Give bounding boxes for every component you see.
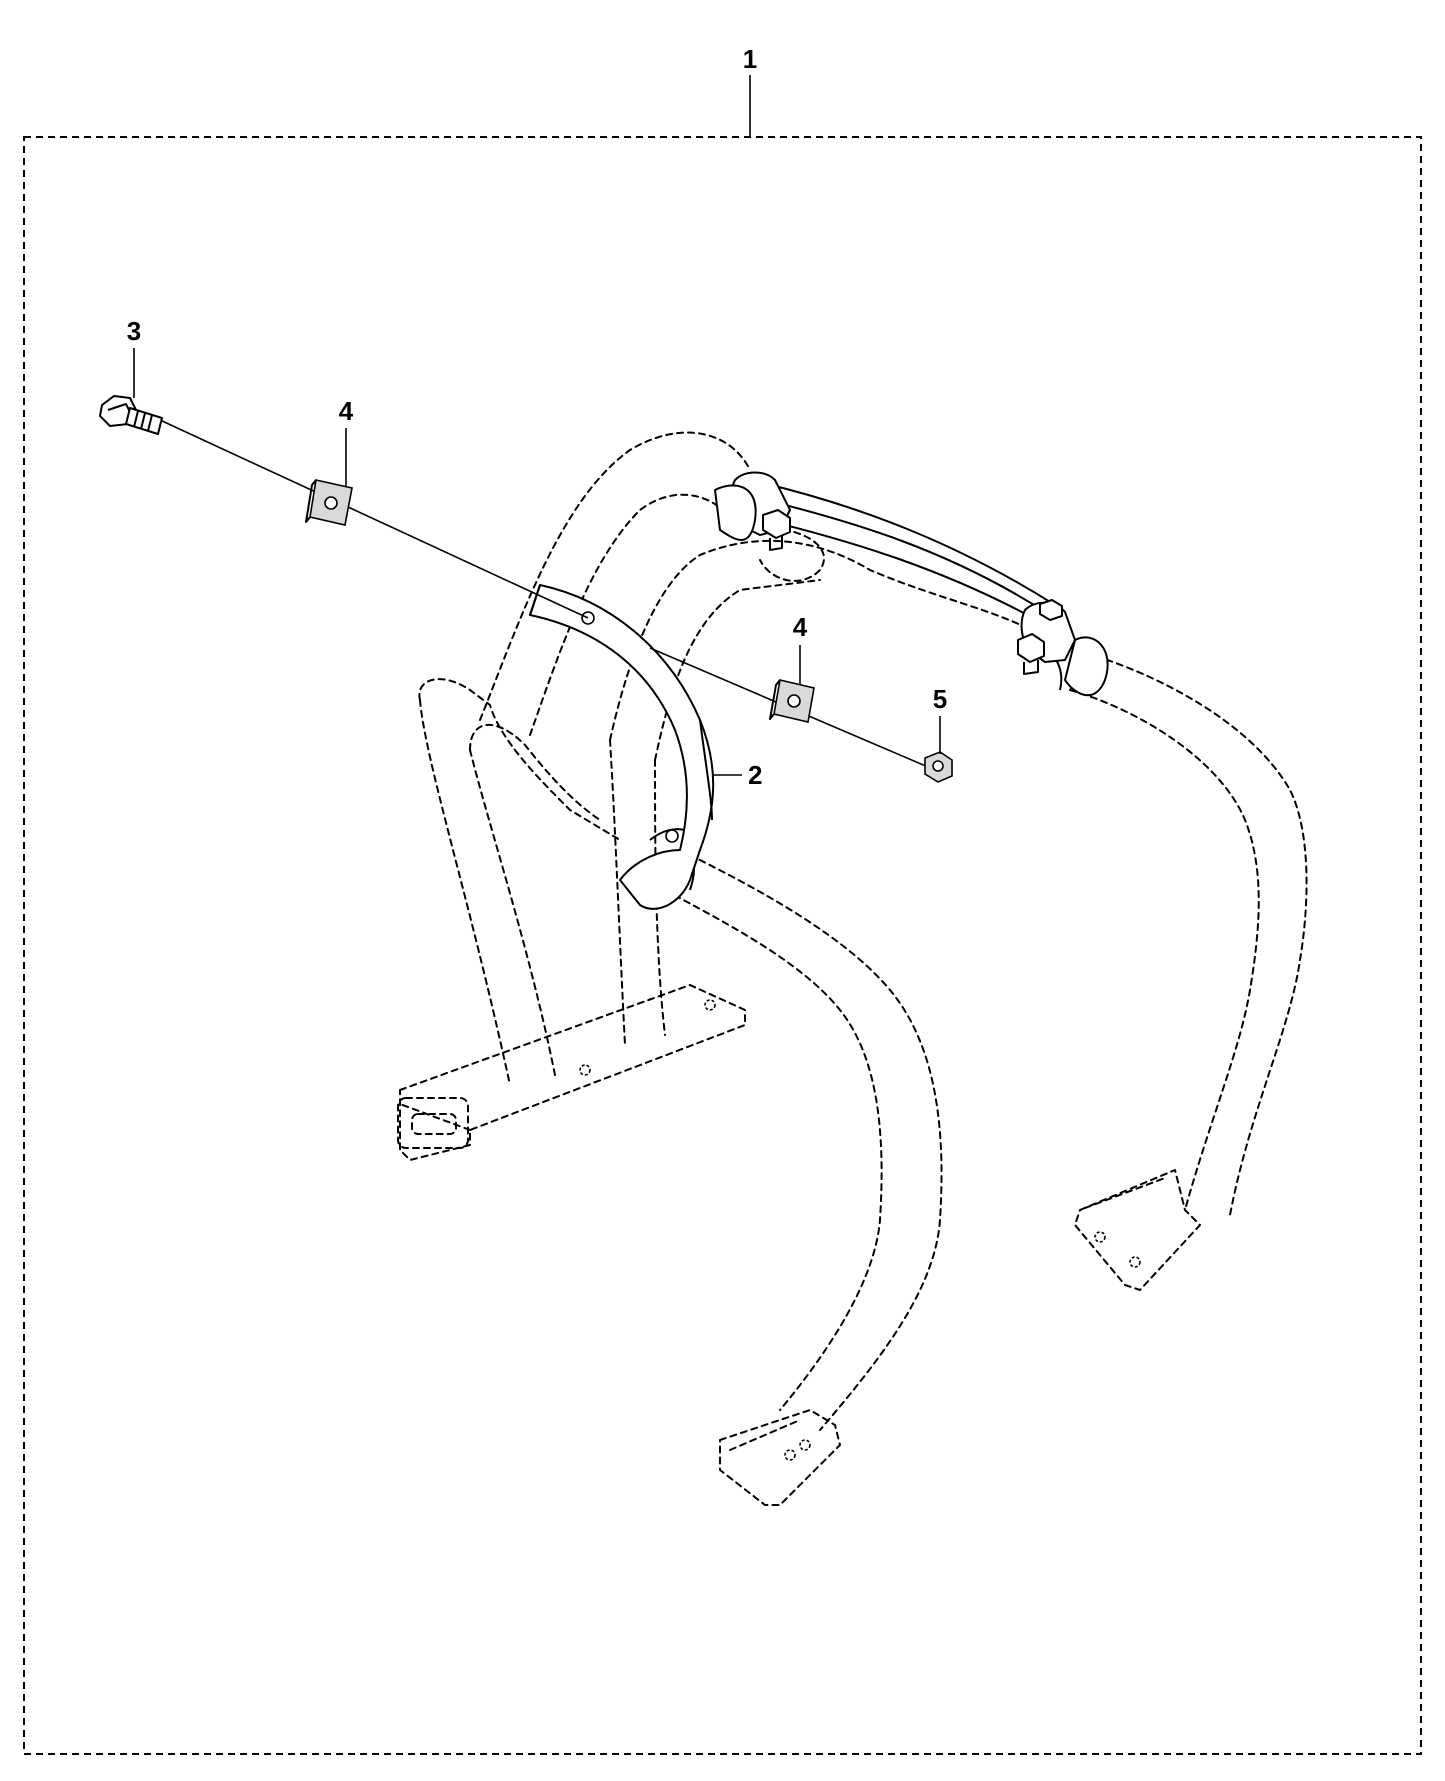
callout-3: 3 xyxy=(127,316,141,346)
center-leg-left xyxy=(609,739,626,1046)
foot-hole-a xyxy=(704,999,716,1011)
callout-4-upper: 4 xyxy=(339,396,354,426)
tall-arch-inner xyxy=(529,493,731,736)
right-foot-plate-edge xyxy=(1084,1177,1166,1209)
callout-1: 1 xyxy=(743,44,757,74)
kit-boundary-frame xyxy=(23,136,1422,1755)
callout-2: 2 xyxy=(748,760,762,790)
tall-arch-back xyxy=(609,539,1051,741)
upper-right-bolt-bottom xyxy=(1017,633,1045,663)
right-foot-plate xyxy=(1074,1169,1201,1291)
foot-hole-b xyxy=(579,1064,591,1076)
front-sweep-upper xyxy=(679,849,943,1431)
left-leg-inner xyxy=(469,749,556,1076)
frame-tubes xyxy=(397,431,1308,1506)
left-foot-slot-outer xyxy=(397,1097,469,1149)
bracket-part-2 xyxy=(529,584,715,910)
front-foot-hole-a xyxy=(784,1449,796,1461)
callout-4-lower: 4 xyxy=(793,612,808,642)
nut-part-5 xyxy=(924,751,953,783)
left-foot-plate-edge xyxy=(399,1103,471,1131)
upper-right-clamp-tube xyxy=(1064,636,1109,697)
bolt-part-3 xyxy=(99,395,163,435)
right-foot-hole-a xyxy=(1094,1231,1106,1243)
front-foot-plate xyxy=(719,1409,841,1506)
bracket-bottom-hole xyxy=(665,829,679,843)
left-low-loop xyxy=(418,678,621,841)
right-foot-hole-b xyxy=(1129,1256,1141,1268)
left-leg-outer xyxy=(419,699,511,1086)
long-sweep-upper xyxy=(1074,649,1308,1216)
washer-part-4-upper xyxy=(305,479,353,526)
washer-part-4-lower xyxy=(769,679,815,723)
left-low-loop-inner xyxy=(469,724,601,821)
upper-left-clamp-tube xyxy=(714,484,757,541)
upper-left-bolt xyxy=(762,509,791,539)
front-sweep-lower xyxy=(664,889,883,1411)
upper-strap xyxy=(714,471,1109,697)
front-foot-hole-b xyxy=(799,1439,811,1451)
callout-5: 5 xyxy=(933,684,947,714)
long-sweep-lower xyxy=(1069,689,1260,1211)
left-foot-slot-inner xyxy=(411,1113,457,1135)
tall-arch-back-lower xyxy=(654,579,821,761)
upper-right-bolt-top xyxy=(1039,599,1063,621)
left-foot-plate xyxy=(399,984,746,1161)
tall-arch-outer xyxy=(479,431,751,721)
front-foot-plate-edge xyxy=(729,1419,801,1451)
